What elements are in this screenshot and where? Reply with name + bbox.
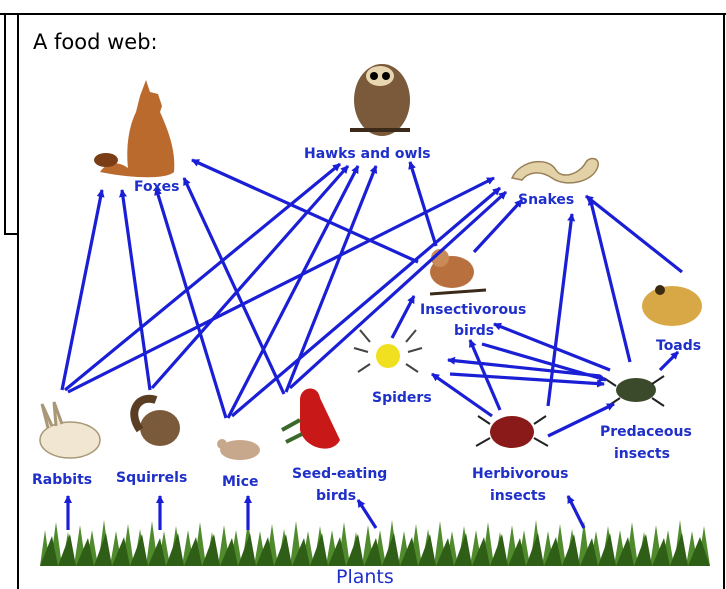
arrow-mice-foxes: [156, 188, 226, 418]
label-insectivorous-line1: Insectivorous: [420, 302, 526, 318]
squirrel-icon: [134, 399, 180, 446]
mouse-icon: [217, 439, 260, 460]
arrow-rabbits-foxes: [62, 190, 102, 390]
label-insectivorous-line2: birds: [454, 323, 494, 339]
predaceous-insect-icon: [604, 376, 664, 406]
label-seed-eating-line1: Seed-eating: [292, 466, 387, 482]
insectivorous-bird-icon: [430, 249, 486, 294]
fox-icon: [94, 80, 174, 177]
label-seed-eating-line2: birds: [316, 488, 356, 504]
arrow-plants-herbivorous: [568, 496, 584, 528]
arrow-predaceous-spiders: [448, 360, 600, 376]
label-mice: Mice: [222, 474, 259, 490]
label-rabbits: Rabbits: [32, 472, 92, 488]
rabbit-icon: [40, 402, 100, 458]
owl-icon: [350, 64, 410, 136]
arrow-plants-seedbirds: [358, 500, 376, 528]
arrow-herbivorous-spiders: [432, 374, 492, 416]
label-spiders: Spiders: [372, 390, 432, 406]
arrow-seedbirds-foxes: [184, 178, 284, 394]
label-herbivorous-line1: Herbivorous: [472, 466, 569, 482]
arrow-rabbits-snakes: [68, 178, 494, 392]
label-hawks-and-owls: Hawks and owls: [304, 146, 431, 162]
arrow-predaceous-snakes: [590, 198, 630, 362]
label-plants: Plants: [336, 566, 394, 588]
arrow-insectbirds-hawks: [410, 162, 436, 246]
label-herbivorous-line2: insects: [490, 488, 546, 504]
spider-icon: [354, 330, 422, 372]
label-squirrels: Squirrels: [116, 470, 187, 486]
arrow-insectbirds-foxes: [192, 160, 418, 262]
cardinal-icon: [282, 388, 340, 448]
toad-icon: [642, 285, 702, 326]
arrow-spiders-insectbirds: [392, 296, 414, 338]
herbivorous-insect-icon: [476, 416, 548, 448]
arrow-herbivorous-snakes: [548, 214, 572, 406]
arrow-squirrels-hawks: [152, 166, 348, 388]
label-snakes: Snakes: [518, 192, 574, 208]
arrow-squirrels-foxes: [122, 190, 150, 390]
label-toads: Toads: [656, 338, 701, 354]
label-foxes: Foxes: [134, 179, 179, 195]
arrow-insectbirds-snakes: [474, 200, 522, 252]
label-predaceous-line1: Predaceous: [600, 424, 692, 440]
arrow-predaceous-toads: [660, 352, 678, 370]
label-predaceous-line2: insects: [614, 446, 670, 462]
snake-icon: [512, 159, 598, 183]
